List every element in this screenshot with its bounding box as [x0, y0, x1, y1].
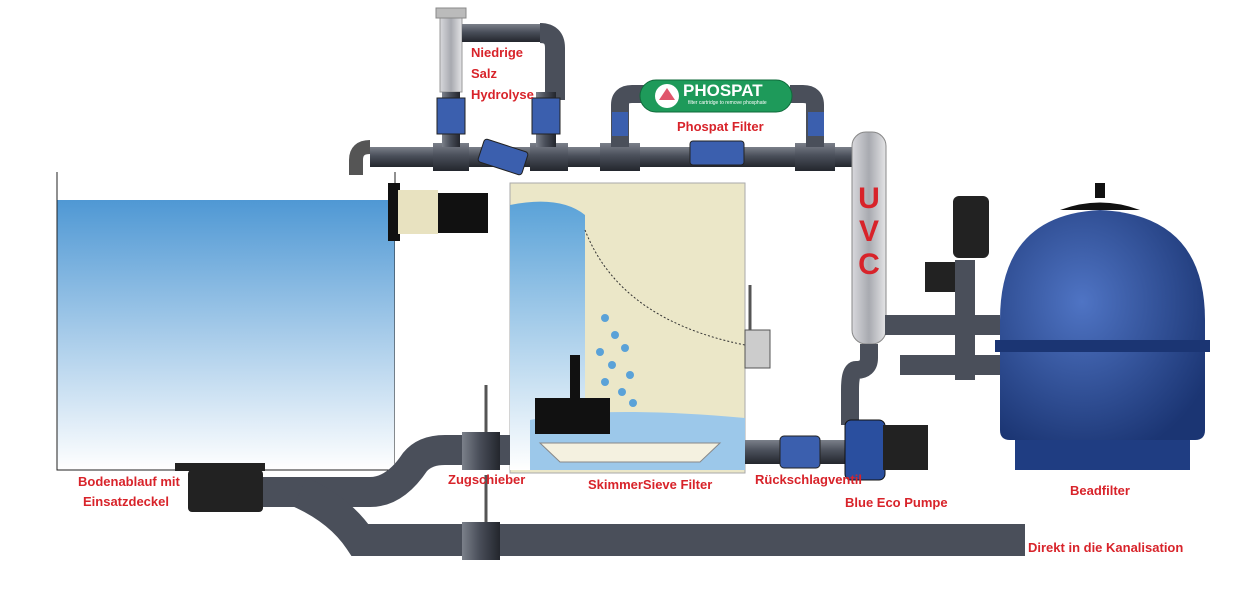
uvc-label-u: U [858, 182, 880, 215]
bottom-drain-icon [188, 470, 263, 512]
phospat-tagline: filter cartridge to remove phosphate [688, 100, 767, 106]
salt-hydrolysis-label-3: Hydrolyse [471, 87, 534, 102]
multiport-valve [885, 196, 1000, 380]
sewer-label: Direkt in die Kanalisation [1028, 540, 1184, 555]
skimmer-label: SkimmerSieve Filter [588, 477, 713, 492]
bottom-drain-label-1: Bodenablauf mit [78, 474, 180, 489]
skimmer-sieve-filter [388, 182, 771, 474]
ball-valve-icon [477, 138, 529, 176]
uvc-label-c: C [858, 248, 880, 281]
top-pipe-line [349, 140, 860, 175]
pond [56, 172, 396, 471]
check-valve-label: Rückschlagventil [755, 472, 862, 487]
gate-valve-label: Zugschieber [448, 472, 526, 487]
bead-filter [995, 183, 1210, 470]
salt-hydrolysis-label-2: Salz [471, 66, 498, 81]
check-valve-icon [779, 435, 821, 469]
gate-valve-icon [462, 432, 500, 470]
phospat-filter-label: Phospat Filter [677, 119, 764, 134]
pump-section [745, 419, 928, 481]
salt-hydrolysis-label-1: Niedrige [471, 45, 524, 60]
pump-label: Blue Eco Pumpe [845, 495, 948, 510]
bead-filter-label: Beadfilter [1070, 483, 1130, 498]
uvc-label-v: V [858, 215, 879, 248]
bottom-drain-label-2: Einsatzdeckel [83, 494, 169, 509]
bottom-pipes [175, 385, 1025, 560]
phospat-filter [611, 79, 824, 166]
phospat-logo: PHOSPAT [683, 81, 763, 100]
salt-hydrolysis-unit [435, 7, 565, 176]
uvc-unit [841, 131, 887, 425]
